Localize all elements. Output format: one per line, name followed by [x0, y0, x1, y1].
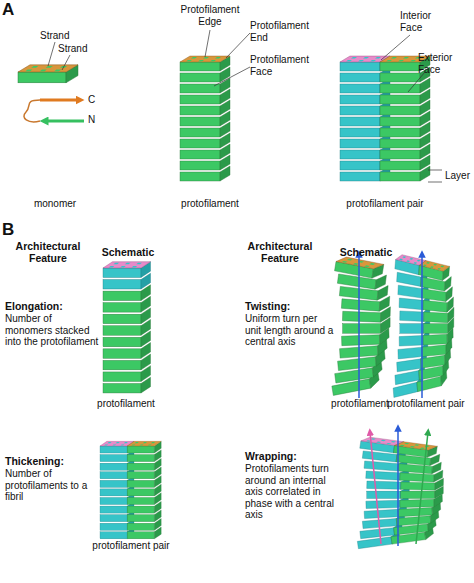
part-label: Protofilament Face — [250, 54, 325, 77]
axis-arrow — [421, 254, 423, 398]
loop-ribbon — [24, 100, 40, 122]
caption-label: protofilament pair — [85, 540, 177, 552]
terminus-label: N — [88, 114, 100, 126]
terminus-label: C — [88, 94, 100, 106]
monomer-block — [18, 65, 78, 83]
axis-arrow — [370, 432, 381, 544]
leader-line — [214, 67, 250, 86]
feature-description: Number of protofilaments to a fibril — [5, 468, 93, 503]
part-label: Protofilament Edge — [170, 4, 250, 27]
column-header: Schematic — [92, 246, 164, 258]
feature-name: Thickening: — [5, 455, 95, 467]
leader-line — [408, 72, 425, 92]
axis-arrow — [358, 254, 360, 398]
axis-arrow — [397, 428, 399, 546]
protofilament-stack — [180, 56, 230, 181]
caption-label: protofilament — [160, 198, 260, 210]
feature-description: Protofilaments turn around an internal a… — [245, 463, 337, 521]
wrapping-schematic — [357, 436, 444, 549]
thickening-schematic — [100, 441, 161, 539]
panel-letter: A — [2, 0, 26, 20]
column-header: Schematic — [330, 246, 402, 258]
axis-arrow — [416, 432, 428, 544]
strand-arrow — [44, 120, 84, 123]
leader-line — [48, 42, 55, 66]
part-label: Strand — [40, 30, 80, 42]
part-label: Protofilament End — [250, 20, 325, 43]
feature-description: Number of monomers stacked into the prot… — [5, 313, 101, 348]
part-label: Interior Face — [400, 10, 450, 33]
leader-line — [226, 33, 250, 58]
caption-label: protofilament — [86, 398, 166, 410]
column-header: Architectural Feature — [8, 240, 88, 264]
leader-line — [381, 35, 410, 60]
twisting-pair-schematic — [393, 253, 454, 397]
caption-label: protofilament pair — [325, 198, 445, 210]
part-label: Layer — [445, 170, 474, 182]
feature-name: Elongation: — [5, 300, 101, 312]
leader-line — [62, 55, 70, 70]
elongation-schematic — [103, 262, 151, 393]
part-label: Strand — [58, 43, 98, 55]
feature-description: Uniform turn per unit length around a ce… — [245, 313, 335, 348]
feature-name: Twisting: — [245, 300, 335, 312]
feature-name: Wrapping: — [245, 450, 340, 462]
caption-label: monomer — [15, 198, 95, 210]
panel-letter: B — [2, 220, 26, 240]
leader-line — [205, 30, 210, 57]
layer-bracket — [428, 170, 442, 171]
layer-bracket — [428, 182, 442, 183]
twisting-schematic — [331, 255, 391, 395]
column-header: Architectural Feature — [240, 240, 320, 264]
protofilament-pair-stack — [340, 56, 430, 181]
strand-arrow — [40, 99, 80, 102]
part-label: Exterior Face — [418, 52, 470, 75]
caption-label: protofilament pair — [380, 398, 472, 410]
